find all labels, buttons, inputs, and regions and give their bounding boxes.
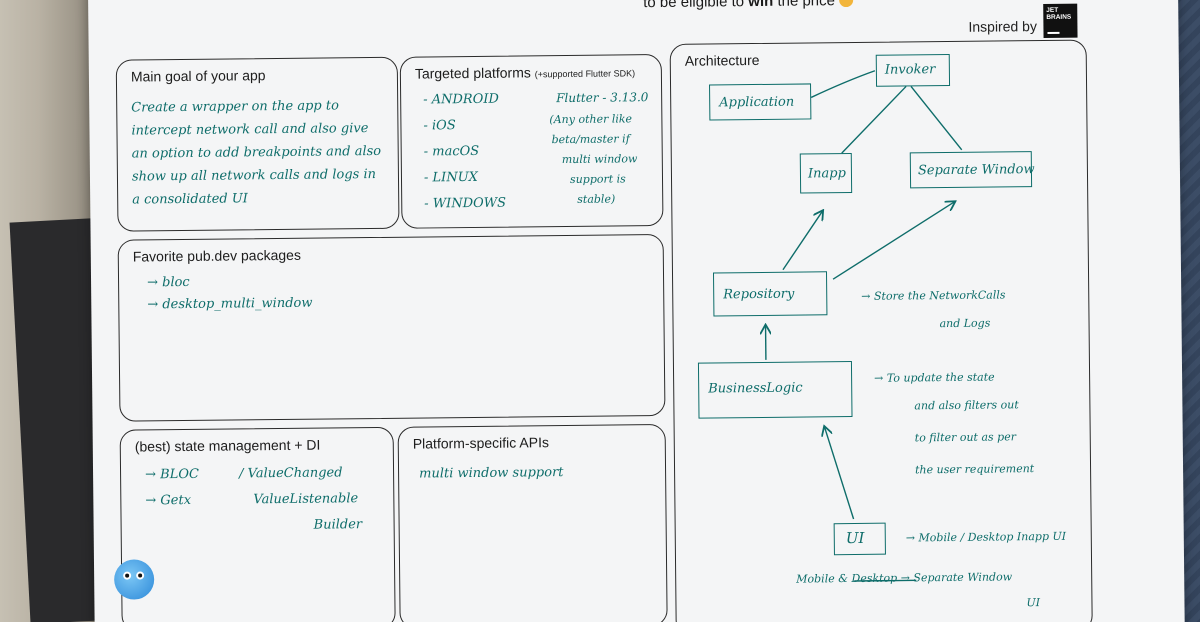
sdk-note-line-4: multi window [561, 152, 638, 167]
state-item-bloc: → BLOC [145, 466, 199, 483]
platform-item-linux: - LINUX [423, 169, 478, 186]
dash-mascot-icon [113, 559, 155, 600]
edge-repository-separate-window [832, 202, 955, 280]
platform-apis-text: multi window support [419, 465, 564, 482]
header-line: to be eligible to win the price [643, 0, 854, 11]
platforms-box: Targeted platforms (+supported Flutter S… [399, 53, 664, 229]
architecture-box: Architecture Application Invoker Inapp S… [669, 39, 1093, 622]
sdk-note-line-5: support is [569, 172, 626, 186]
edge-ui-business [825, 427, 855, 520]
sdk-note-line-6: stable) [577, 192, 616, 206]
inspired-by-label: Inspired by [968, 18, 1037, 35]
architecture-arrows [671, 70, 963, 582]
ui-underline [854, 579, 917, 582]
platform-item-macos: - macOS [423, 143, 480, 160]
package-item-desktop-multi-window: → desktop_multi_window [147, 295, 313, 313]
platforms-title: Targeted platforms (+supported Flutter S… [414, 64, 636, 82]
sdk-note-line-3: beta/master if [551, 132, 630, 147]
state-extra-line-2: ValueListenable [253, 491, 359, 508]
platform-item-ios: - iOS [423, 118, 456, 134]
main-goal-title: Main goal of your app [130, 67, 266, 85]
edge-invoker-inapp [841, 85, 907, 154]
jetbrains-logo: JET BRAINS [1043, 3, 1078, 38]
heart-eyes-emoji-icon [838, 0, 854, 8]
packages-title: Favorite pub.dev packages [132, 246, 301, 265]
state-item-getx: → Getx [145, 492, 192, 509]
state-extra-line-1: / ValueChanged [238, 465, 343, 482]
platform-item-windows: - WINDOWS [424, 195, 507, 212]
sdk-note-line-1: Flutter - 3.13.0 [556, 90, 649, 106]
worksheet-paper: to be eligible to win the price Inspired… [88, 0, 1185, 622]
edge-invoker-separate-window [910, 85, 963, 151]
state-management-title: (best) state management + DI [134, 436, 321, 455]
state-management-box: (best) state management + DI → BLOC → Ge… [119, 426, 396, 622]
main-goal-box: Main goal of your app Create a wrapper o… [115, 56, 400, 232]
main-goal-text: Create a wrapper on the app to intercept… [131, 98, 382, 208]
platform-item-android: - ANDROID [423, 91, 499, 108]
sdk-note-line-2: (Any other like [549, 112, 633, 127]
package-item-bloc: → bloc [146, 274, 190, 291]
edge-application-invoker [810, 70, 876, 99]
packages-box: Favorite pub.dev packages → bloc → deskt… [117, 233, 666, 422]
edge-repository-inapp [782, 211, 823, 271]
state-extra-line-3: Builder [313, 517, 363, 533]
platform-apis-title: Platform-specific APIs [412, 434, 550, 452]
platform-apis-box: Platform-specific APIs multi window supp… [397, 423, 668, 622]
